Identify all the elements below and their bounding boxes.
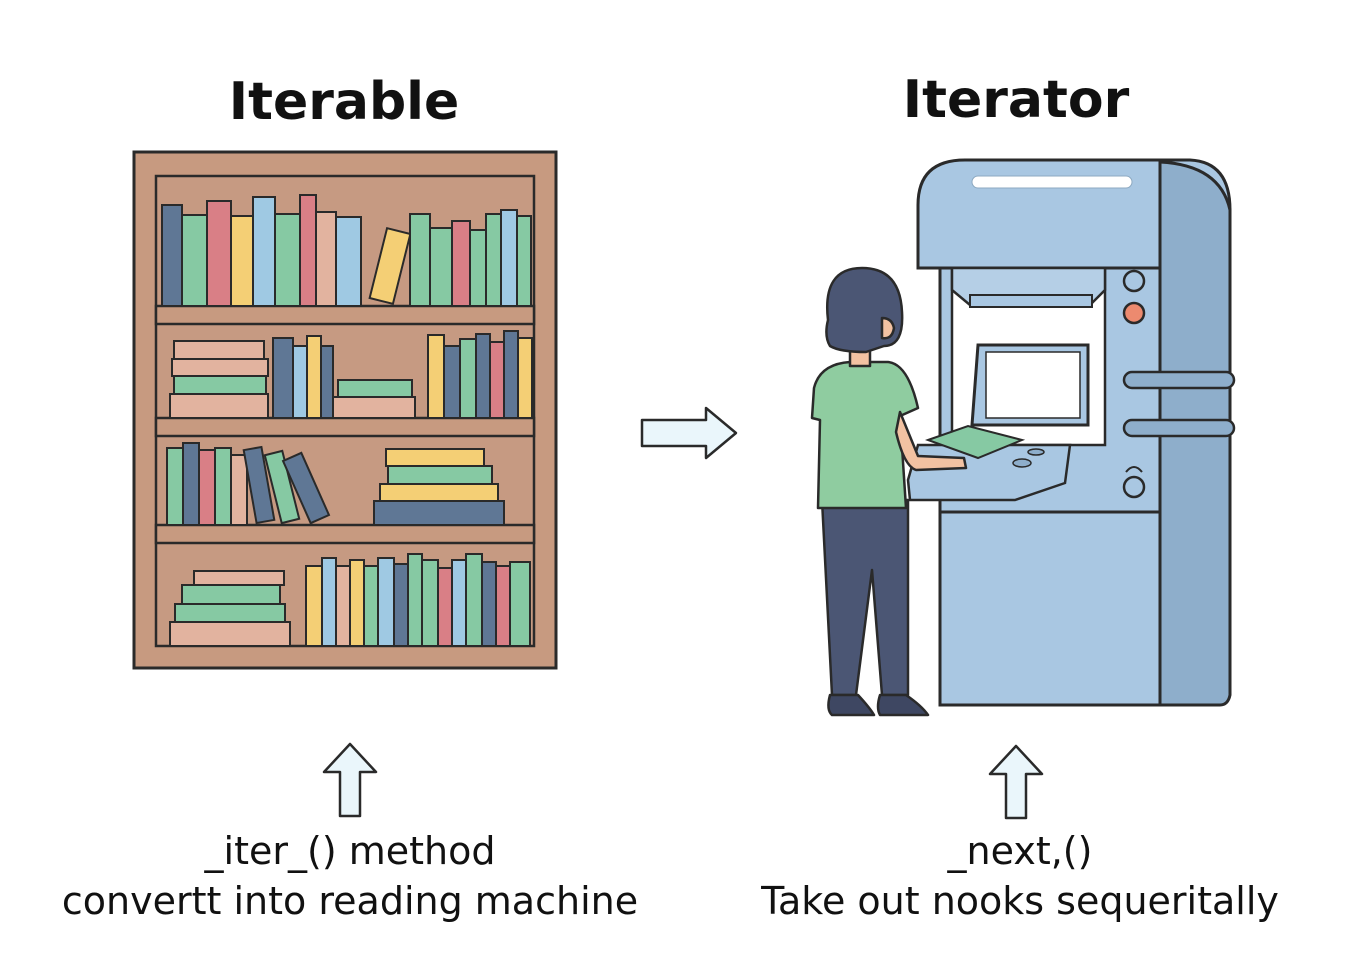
iterator-method-text: _next,() [947,829,1093,873]
iterable-description-text: convertt into reading machine [61,879,639,923]
books-shelf-4 [169,553,531,647]
books-shelf-3 [166,442,505,526]
iterable-caption: _iter_() method convertt into reading ma… [40,826,660,926]
books-shelf-2 [169,330,533,419]
books-shelf-1 [161,194,532,307]
up-arrow-icon-right [988,744,1044,820]
right-arrow-icon [640,406,738,460]
up-arrow-icon-left [322,742,378,818]
machine-button-top [1122,269,1146,293]
book-on-tray [925,424,1026,460]
iterable-method-text: _iter_() method [204,829,496,873]
machine-button-orange [1122,301,1146,325]
bookshelf-illustration [132,150,558,670]
person [810,266,968,717]
iterable-title: Iterable [228,72,460,132]
iterator-caption: _next,() Take out nooks sequeritally [720,826,1320,926]
reading-machine-illustration [810,158,1236,717]
iterator-description-text: Take out nooks sequeritally [761,879,1279,923]
iterator-title: Iterator [902,70,1130,130]
